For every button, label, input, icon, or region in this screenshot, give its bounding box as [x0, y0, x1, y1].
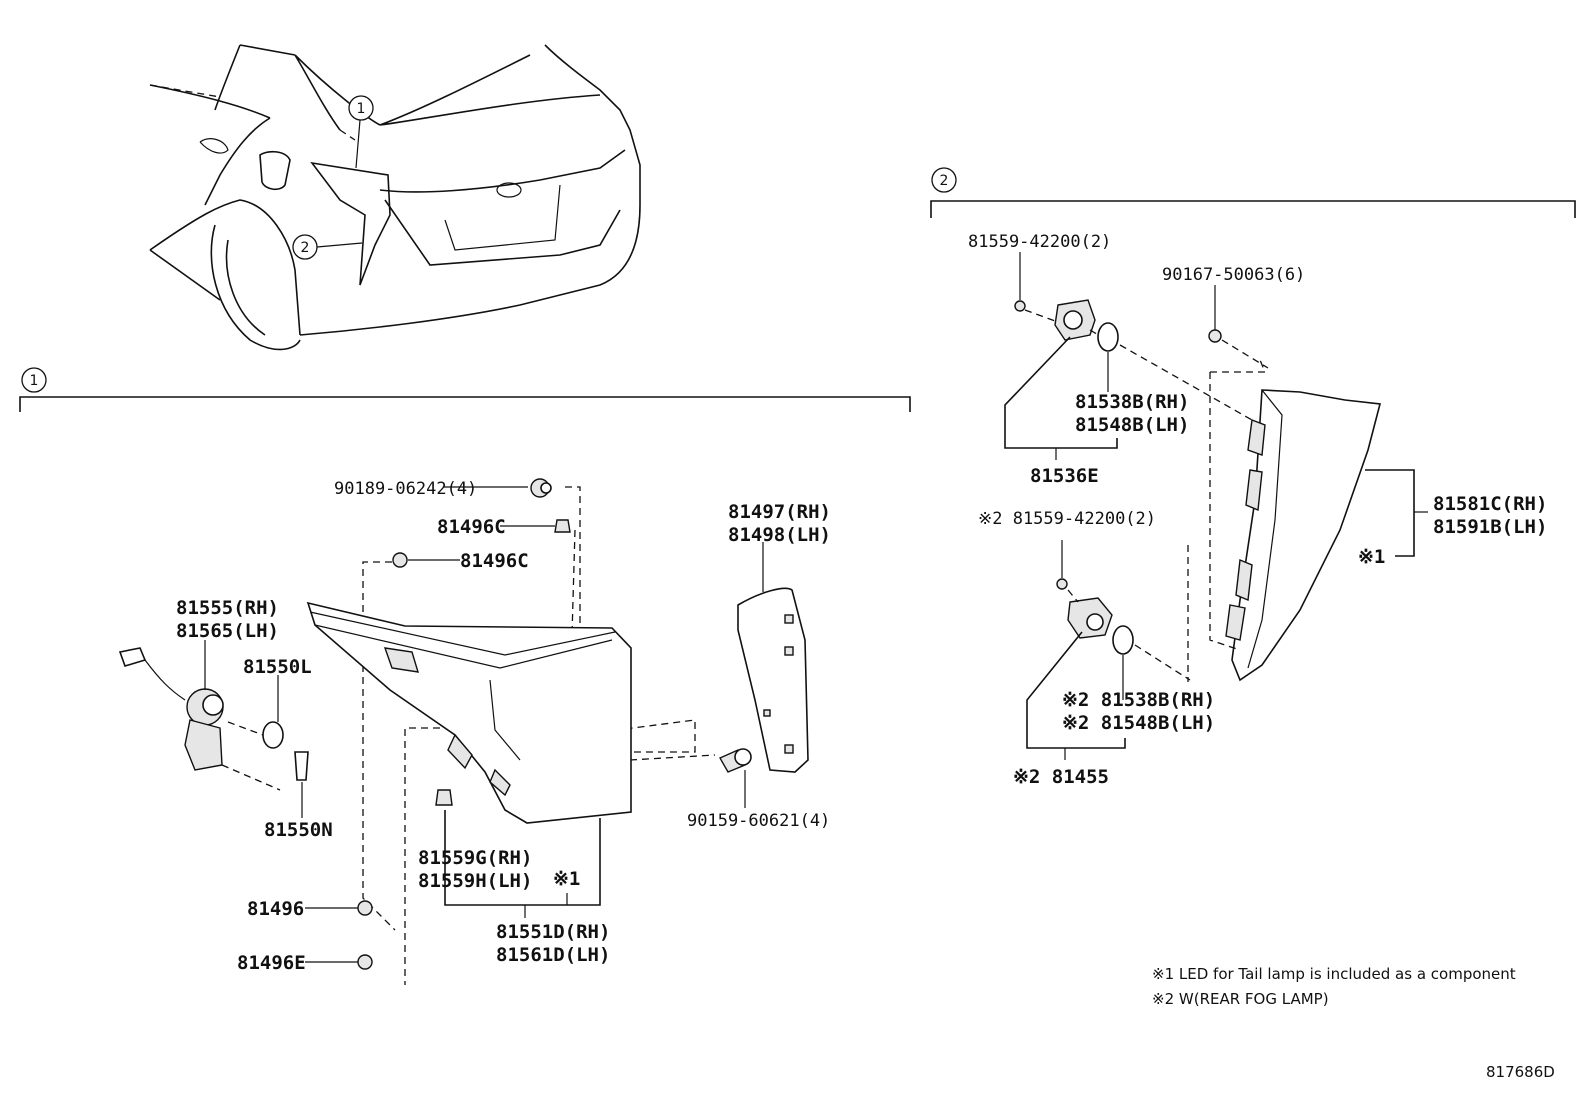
part-label: 81536E [1030, 465, 1099, 487]
footnote-1: ※1 LED for Tail lamp is included as a co… [1152, 965, 1516, 983]
diagram-id: 817686D [1486, 1063, 1555, 1081]
marker-note-1: ※1 [1358, 546, 1385, 568]
part-label: 81496C [460, 550, 529, 572]
part-label: 81496C [437, 516, 506, 538]
bulb-icon [262, 721, 284, 749]
part-label: ※2 81538B(RH) [1062, 689, 1215, 711]
grommet-icon [357, 954, 373, 970]
part-label: 81498(LH) [728, 524, 831, 546]
part-label: 81538B(RH) [1075, 391, 1189, 413]
part-label: ※2 81548B(LH) [1062, 712, 1215, 734]
part-label: 81559-42200(2) [968, 232, 1111, 252]
tail-lamp-outline [310, 161, 391, 286]
clip-icon [554, 519, 571, 533]
part-label: 90167-50063(6) [1162, 265, 1305, 285]
grommet-icon [357, 900, 373, 916]
bulb-socket-icon [1067, 597, 1113, 639]
section-1-header: 1 [19, 367, 911, 412]
bolt-icon [530, 478, 552, 498]
screw-icon [719, 748, 752, 773]
part-label: 81550N [264, 819, 333, 841]
section-1-parts [118, 478, 809, 985]
part-label: 81581C(RH) [1433, 493, 1547, 515]
clip-icon [392, 552, 408, 568]
car-rear-view-illustration [149, 44, 641, 351]
marker-note-1: ※1 [553, 868, 580, 890]
svg-text:2: 2 [940, 173, 949, 189]
bulb-icon [294, 751, 309, 781]
bulb-socket-icon [1054, 299, 1096, 341]
clip-icon [435, 789, 453, 806]
part-label: 81591B(LH) [1433, 516, 1547, 538]
part-label: 81496E [237, 952, 306, 974]
screw-icon [1056, 578, 1068, 590]
part-label: 90189-06242(4) [334, 479, 477, 499]
part-label: 81551D(RH) [496, 921, 610, 943]
part-label: 81559G(RH) [418, 847, 532, 869]
part-label: 81555(RH) [176, 597, 279, 619]
part-label: 81497(RH) [728, 501, 831, 523]
callout-2-car: 2 [292, 234, 363, 260]
bulb-socket-icon [118, 647, 224, 771]
footnote-2: ※2 W(REAR FOG LAMP) [1152, 990, 1329, 1008]
callout-1-car: 1 [348, 95, 374, 169]
bulb-icon [1112, 625, 1134, 655]
bulb-icon [1097, 322, 1119, 352]
screw-icon [1208, 329, 1222, 343]
part-label: 81559H(LH) [418, 870, 532, 892]
screw-icon [1014, 300, 1026, 312]
part-label: 90159-60621(4) [687, 811, 830, 831]
part-label: 81550L [243, 656, 312, 678]
part-label: 81548B(LH) [1075, 414, 1189, 436]
tail-lamp-assembly-icon [306, 601, 632, 824]
part-label: 81565(LH) [176, 620, 279, 642]
section-2-parts [1004, 252, 1428, 760]
part-label: 81561D(LH) [496, 944, 610, 966]
section-2-header: 2 [930, 167, 1576, 218]
svg-text:2: 2 [301, 240, 310, 256]
tail-lamp-assembly-icon [1225, 389, 1382, 682]
part-label: 81496 [247, 898, 304, 920]
svg-text:1: 1 [357, 101, 366, 117]
part-label: ※2 81455 [1013, 766, 1109, 788]
cover-panel-icon [737, 587, 809, 773]
svg-text:1: 1 [30, 373, 39, 389]
part-label: ※2 81559-42200(2) [978, 509, 1156, 529]
